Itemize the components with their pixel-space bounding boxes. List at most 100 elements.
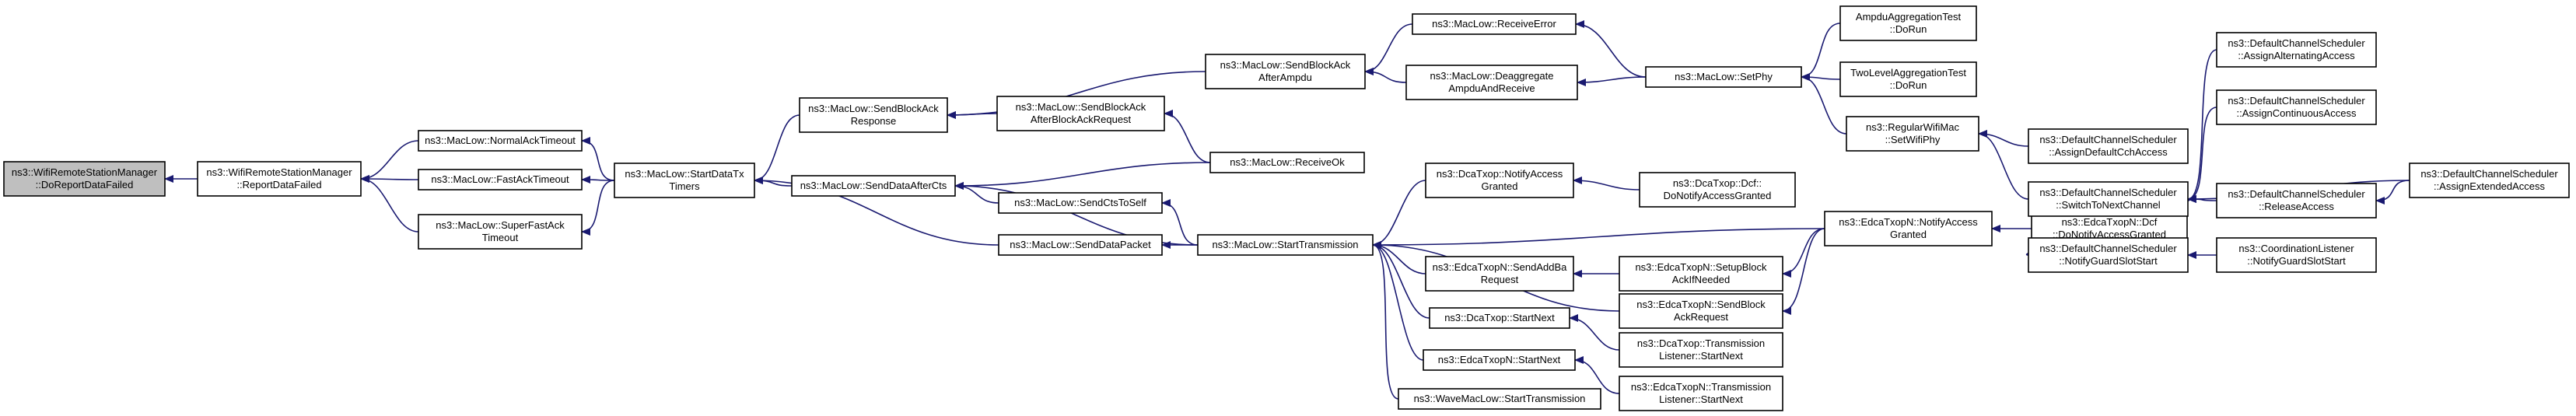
- node-ns3-maclow-senddatapacket[interactable]: ns3::MacLow::SendDataPacket: [998, 234, 1163, 256]
- edge-n10-to-n6: [947, 110, 998, 119]
- node-box: [1405, 65, 1578, 100]
- node-ns3-defaultchannelscheduler-assigndefaultcchaccess[interactable]: ns3::DefaultChannelScheduler::AssignDefa…: [2028, 128, 2189, 164]
- node-ns3-edcatxopn-notifyaccess-granted[interactable]: ns3::EdcaTxopN::NotifyAccessGranted: [1824, 211, 1993, 246]
- node-label-line: Response: [851, 115, 897, 127]
- node-box: [2028, 181, 2189, 217]
- node-label-line: ns3::CoordinationListener: [2238, 243, 2354, 254]
- node-ns3-dcatxop-transmission-listener-startnext[interactable]: ns3::DcaTxop::TransmissionListener::Star…: [1619, 332, 1783, 368]
- node-label-line: ns3::MacLow::SetPhy: [1675, 71, 1773, 82]
- node-box: [2028, 237, 2189, 273]
- edge-n4-to-n1: [360, 175, 419, 232]
- node-box: [1209, 152, 1365, 173]
- node-ns3-maclow-setphy[interactable]: ns3::MacLow::SetPhy: [1645, 66, 1802, 88]
- edge-n27-to-n12: [1372, 228, 1825, 249]
- node-ns3-defaultchannelscheduler-switchtonextchannel[interactable]: ns3::DefaultChannelScheduler::SwitchToNe…: [2028, 181, 2189, 217]
- edge-n2-to-n1: [360, 140, 419, 183]
- node-ampduaggregationtest-dorun[interactable]: AmpduAggregationTest::DoRun: [1839, 5, 1977, 41]
- node-box: [996, 96, 1165, 131]
- node-label-line: ::SwitchToNextChannel: [2056, 199, 2161, 211]
- node-label-line: ns3::EdcaTxopN::SetupBlock: [1635, 261, 1767, 273]
- node-box: [418, 130, 583, 152]
- node-box: [1398, 388, 1601, 410]
- node-box: [1619, 256, 1783, 292]
- node-box: [998, 234, 1163, 256]
- node-ns3-maclow-starttransmission[interactable]: ns3::MacLow::StartTransmission: [1197, 234, 1374, 256]
- node-ns3-maclow-fastacktimeout[interactable]: ns3::MacLow::FastAckTimeout: [418, 169, 583, 191]
- node-box: [1205, 54, 1366, 89]
- edge-n6-to-n5: [754, 114, 800, 184]
- node-label-line: ns3::DefaultChannelScheduler: [2039, 243, 2177, 254]
- node-label-line: ns3::MacLow::Deaggregate: [1430, 70, 1554, 82]
- edge-n20-to-n12: [1372, 241, 1399, 400]
- node-box: [1846, 116, 1979, 152]
- node-label-line: ns3::RegularWifiMac: [1866, 121, 1959, 133]
- node-ns3-maclow-receiveerror[interactable]: ns3::MacLow::ReceiveError: [1412, 13, 1577, 35]
- node-box: [1824, 211, 1993, 246]
- edge-n19-to-n12: [1372, 241, 1424, 361]
- node-ns3-regularwifimac-setwifiphy[interactable]: ns3::RegularWifiMac::SetWifiPhy: [1846, 116, 1979, 152]
- node-label-line: ns3::MacLow::NormalAckTimeout: [425, 135, 576, 146]
- node-label-line: ns3::DcaTxop::NotifyAccess: [1437, 168, 1563, 180]
- node-ns3-edcatxopn-startnext[interactable]: ns3::EdcaTxopN::StartNext: [1423, 349, 1576, 371]
- node-ns3-maclow-senddataaftercts[interactable]: ns3::MacLow::SendDataAfterCts: [791, 175, 956, 197]
- node-ns3-maclow-sendctstoself[interactable]: ns3::MacLow::SendCtsToSelf: [998, 192, 1163, 214]
- node-label-line: TwoLevelAggregationTest: [1850, 67, 1966, 79]
- node-label-line: ns3::DefaultChannelScheduler: [2039, 134, 2177, 145]
- node-box: [1619, 376, 1783, 411]
- node-box: [1619, 332, 1783, 368]
- node-ns3-maclow-normalacktimeout[interactable]: ns3::MacLow::NormalAckTimeout: [418, 130, 583, 152]
- node-ns3-maclow-sendblockack-afterblockackrequest[interactable]: ns3::MacLow::SendBlockAckAfterBlockAckRe…: [996, 96, 1165, 131]
- edge-n16-to-n12: [1372, 180, 1426, 249]
- node-ns3-wavemaclow-starttransmission[interactable]: ns3::WaveMacLow::StartTransmission: [1398, 388, 1601, 410]
- node-label-line: ns3::EdcaTxopN::StartNext: [1438, 354, 1561, 365]
- node-box: [197, 161, 362, 197]
- node-label-line: ns3::MacLow::StartTransmission: [1212, 239, 1358, 250]
- node-label-line: Granted: [1890, 229, 1927, 240]
- node-ns3-defaultchannelscheduler-assignalternatingaccess[interactable]: ns3::DefaultChannelScheduler::AssignAlte…: [2216, 32, 2377, 68]
- node-label-line: Timers: [669, 180, 700, 192]
- node-box: [418, 169, 583, 191]
- node-label-line: ns3::DefaultChannelScheduler: [2039, 187, 2177, 198]
- node-ns3-coordinationlistener-notifyguardslotstart[interactable]: ns3::CoordinationListener::NotifyGuardSl…: [2216, 237, 2377, 273]
- edge-n28-to-n26: [1801, 23, 1841, 81]
- node-label-line: ns3::EdcaTxopN::NotifyAccess: [1839, 216, 1978, 228]
- node-ns3-defaultchannelscheduler-assigncontinuousaccess[interactable]: ns3::DefaultChannelScheduler::AssignCont…: [2216, 89, 2377, 125]
- node-ns3-defaultchannelscheduler-notifyguardslotstart[interactable]: ns3::DefaultChannelScheduler::NotifyGuar…: [2028, 237, 2189, 273]
- node-ns3-dcatxop-startnext[interactable]: ns3::DcaTxop::StartNext: [1429, 307, 1570, 329]
- node-label-line: Listener::StartNext: [1659, 393, 1743, 405]
- node-ns3-wifiremotestationmanager-reportdatafailed[interactable]: ns3::WifiRemoteStationManager::ReportDat…: [197, 161, 362, 197]
- edge-n24-to-n18: [1569, 314, 1620, 351]
- node-box: [1839, 5, 1977, 41]
- node-label-line: ns3::DefaultChannelScheduler: [2228, 95, 2365, 107]
- node-label-line: ns3::DefaultChannelScheduler: [2228, 37, 2365, 49]
- node-ns3-dcatxop-dcf-donotifyaccessgranted[interactable]: ns3::DcaTxop::Dcf::DoNotifyAccessGranted: [1639, 172, 1796, 208]
- node-ns3-edcatxopn-transmission-listener-startnext[interactable]: ns3::EdcaTxopN::TransmissionListener::St…: [1619, 376, 1783, 411]
- node-ns3-defaultchannelscheduler-assignextendedaccess[interactable]: ns3::DefaultChannelScheduler::AssignExte…: [2409, 163, 2570, 198]
- edge-n9-to-n6: [947, 71, 1206, 119]
- node-label-line: ns3::DcaTxop::Transmission: [1637, 337, 1765, 349]
- edge-n21-to-n16: [1573, 177, 1640, 191]
- node-label-line: ns3::EdcaTxopN::Dcf: [2062, 216, 2158, 228]
- node-label-line: ns3::MacLow::SuperFastAck: [436, 219, 565, 231]
- edge-n12-to-n11: [1161, 199, 1199, 246]
- node-ns3-dcatxop-notifyaccess-granted[interactable]: ns3::DcaTxop::NotifyAccessGranted: [1425, 163, 1574, 198]
- edge-n14-to-n9: [1364, 68, 1407, 83]
- node-ns3-maclow-receiveok[interactable]: ns3::MacLow::ReceiveOk: [1209, 152, 1365, 173]
- node-label-line: ns3::EdcaTxopN::Transmission: [1631, 381, 1771, 393]
- node-label-line: ns3::WaveMacLow::StartTransmission: [1414, 393, 1586, 404]
- node-label-line: ns3::DefaultChannelScheduler: [2228, 188, 2365, 200]
- node-ns3-defaultchannelscheduler-releaseaccess[interactable]: ns3::DefaultChannelScheduler::ReleaseAcc…: [2216, 183, 2377, 218]
- edge-n3-to-n1: [360, 175, 419, 184]
- edge-n15-to-n7: [954, 162, 1211, 190]
- node-twolevelaggregationtest-dorun[interactable]: TwoLevelAggregationTest::DoRun: [1839, 61, 1977, 97]
- node-ns3-wifiremotestationmanager-doreportdatafailed[interactable]: ns3::WifiRemoteStationManager::DoReportD…: [3, 161, 166, 197]
